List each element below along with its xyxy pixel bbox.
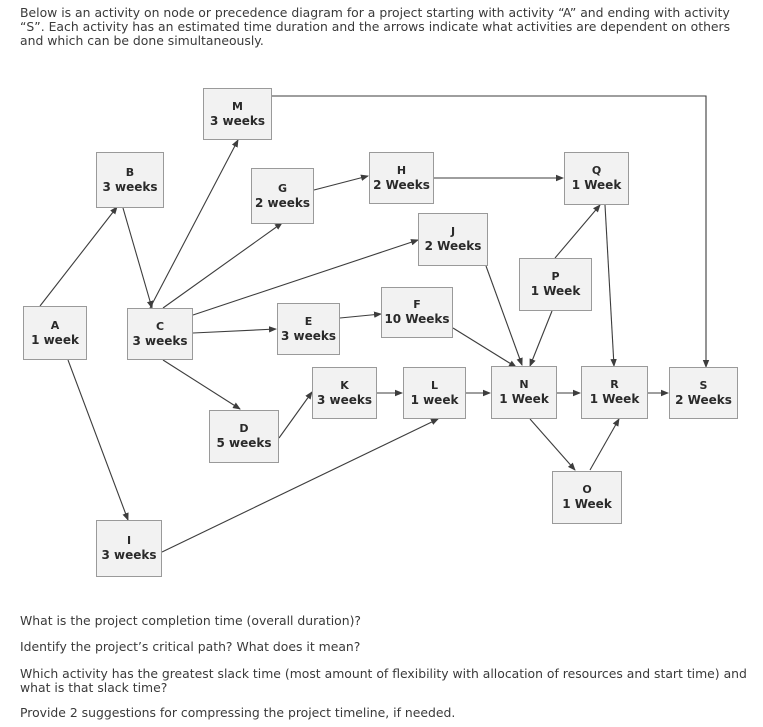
arrow-c-j: [192, 239, 419, 316]
activity-o: O 1 Week: [552, 471, 622, 524]
activity-name: H: [396, 163, 407, 177]
activity-s: S 2 Weeks: [669, 367, 738, 419]
activity-e: E 3 weeks: [277, 303, 340, 355]
question-2: Identify the project’s critical path? Wh…: [20, 639, 361, 654]
activity-name: D: [239, 422, 249, 435]
arrow-e-f: [339, 311, 382, 319]
activity-name: P: [551, 270, 560, 283]
question-1: What is the project completion time (ove…: [20, 613, 361, 628]
activity-n: N 1 Week: [491, 366, 557, 419]
activity-duration: 1 week: [410, 392, 459, 407]
intro-text: Below is an activity on node or preceden…: [20, 5, 731, 48]
activity-name: Q: [591, 164, 602, 177]
arrow-c-g: [162, 222, 283, 309]
activity-a: A 1 week: [23, 306, 87, 360]
arrow-m-s: [272, 95, 710, 368]
activity-duration: 2 weeks: [254, 195, 310, 210]
activity-duration: 3 weeks: [102, 179, 158, 194]
activity-duration: 3 weeks: [101, 548, 157, 562]
activity-duration: 3 weeks: [209, 113, 265, 128]
activity-q: Q 1 Week: [564, 152, 629, 205]
activity-name: S: [699, 378, 708, 392]
activity-duration: 2 Weeks: [675, 392, 732, 407]
activity-duration: 2 Weeks: [424, 239, 482, 253]
activity-l: L 1 week: [403, 367, 466, 419]
activity-name: C: [155, 319, 165, 333]
activity-name: E: [304, 314, 313, 328]
arrow-a-i: [67, 359, 129, 521]
activity-name: F: [413, 298, 421, 311]
arrow-c-d: [162, 359, 241, 410]
question-3: Which activity has the greatest slack ti…: [20, 666, 747, 695]
arrow-n-o: [529, 418, 576, 471]
activity-duration: 1 Week: [530, 284, 581, 298]
arrow-p-q: [554, 204, 601, 259]
activity-duration: 1 week: [31, 332, 79, 347]
arrow-b-c: [122, 207, 154, 309]
activity-name: A: [50, 318, 60, 332]
arrow-j-n: [485, 265, 523, 366]
activity-name: O: [582, 483, 592, 496]
arrow-c-m: [149, 139, 239, 309]
activity-duration: 1 Week: [589, 392, 640, 406]
activity-name: B: [125, 165, 135, 179]
activity-duration: 3 weeks: [132, 333, 188, 348]
activity-duration: 3 weeks: [280, 328, 336, 343]
activity-g: G 2 weeks: [251, 168, 314, 224]
activity-duration: 1 Week: [562, 497, 612, 511]
arrow-p-n: [529, 310, 553, 367]
arrow-q-r: [604, 204, 617, 367]
activity-duration: 5 weeks: [216, 436, 272, 450]
activity-name: R: [610, 378, 619, 391]
activity-f: F 10 Weeks: [381, 287, 453, 338]
activity-name: J: [450, 225, 456, 238]
arrow-g-h: [313, 174, 369, 191]
activity-name: G: [277, 181, 288, 195]
activity-name: K: [340, 378, 349, 392]
arrow-d-k: [278, 391, 313, 439]
activity-name: I: [126, 534, 132, 547]
arrow-c-e: [192, 326, 277, 334]
activity-name: M: [232, 99, 243, 113]
activity-d: D 5 weeks: [209, 410, 279, 463]
activity-h: H 2 Weeks: [369, 152, 434, 204]
activity-name: N: [519, 378, 529, 391]
activity-duration: 3 weeks: [316, 392, 372, 407]
activity-i: I 3 weeks: [96, 520, 162, 577]
arrow-a-b: [39, 206, 118, 307]
arrow-i-l: [161, 418, 439, 553]
arrow-f-n: [452, 327, 517, 368]
activity-duration: 1 Week: [571, 178, 622, 192]
activity-j: J 2 Weeks: [418, 213, 488, 266]
activity-m: M 3 weeks: [203, 88, 272, 140]
activity-c: C 3 weeks: [127, 308, 193, 360]
activity-p: P 1 Week: [519, 258, 592, 311]
activity-r: R 1 Week: [581, 366, 648, 419]
activity-name: L: [430, 378, 438, 392]
activity-b: B 3 weeks: [96, 152, 164, 208]
question-4: Provide 2 suggestions for compressing th…: [20, 705, 456, 720]
arrow-o-r: [589, 418, 620, 471]
activity-duration: 10 Weeks: [384, 312, 450, 326]
activity-k: K 3 weeks: [312, 367, 377, 419]
activity-duration: 2 Weeks: [373, 177, 430, 192]
activity-duration: 1 Week: [499, 392, 549, 406]
